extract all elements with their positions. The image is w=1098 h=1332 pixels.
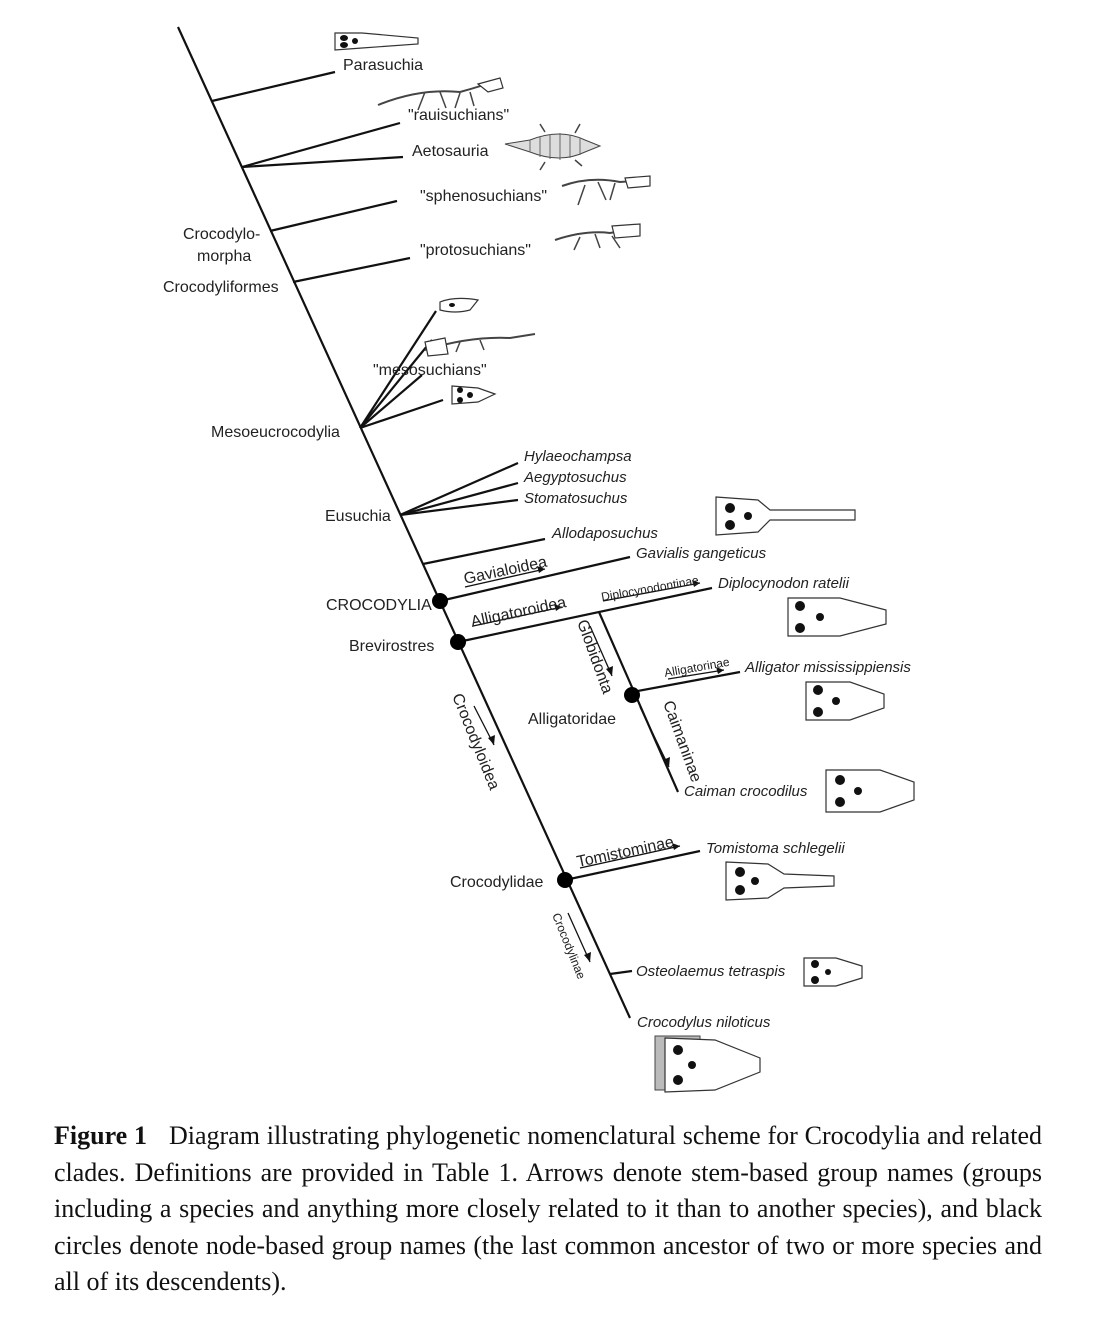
arrow-crocodylinae <box>567 912 591 963</box>
label-alligatoroidea: Alligatoroidea <box>469 594 567 631</box>
node-brevirostres <box>450 634 466 650</box>
label-gavialis: Gavialis gangeticus <box>636 545 767 562</box>
label-brevirostres: Brevirostres <box>349 638 434 655</box>
branch-allodaposuchus <box>422 537 546 566</box>
label-crocodylus: Crocodylus niloticus <box>637 1014 771 1031</box>
label-rauisuchians: "rauisuchians" <box>408 107 509 124</box>
label-parasuchia: Parasuchia <box>343 57 423 74</box>
caiman-skull-illustration <box>825 769 915 813</box>
mesosuchian-skull-illustration-2 <box>451 385 497 405</box>
label-gavialoidea: Gavialoidea <box>462 554 548 588</box>
figure-caption-text: Diagram illustrating phylogenetic nomenc… <box>54 1121 1042 1296</box>
mesosuchian-skull-illustration-1 <box>439 297 480 313</box>
aetosaur-illustration <box>504 123 602 171</box>
label-protosuchians: "protosuchians" <box>420 242 531 259</box>
arrow-crocodyloidea <box>473 705 495 746</box>
label-osteolaemus: Osteolaemus tetraspis <box>636 963 786 980</box>
branch-hylaeochampsa <box>399 461 519 517</box>
figure-label: Figure 1 <box>54 1121 147 1150</box>
phylogeny-diagram: Parasuchia "rauisuchians" Aetosauria "sp… <box>163 26 915 1093</box>
branch-meso-3 <box>359 374 423 429</box>
arrow-diplocynodontinae <box>602 580 701 602</box>
label-tomistoma: Tomistoma schlegelii <box>706 840 845 857</box>
label-mesosuchians: "mesosuchians" <box>373 362 487 379</box>
label-caimaninae: Caimaninae <box>659 699 704 785</box>
label-crocodyliformes: Crocodyliformes <box>163 279 279 296</box>
diplocynodon-skull-illustration <box>787 597 887 637</box>
label-alligatoridae: Alligatoridae <box>528 711 616 728</box>
branch-aegyptosuchus <box>399 481 519 517</box>
branch-osteolaemus <box>609 969 633 976</box>
arrow-globidonta <box>589 625 613 677</box>
branch-alligator <box>631 670 741 694</box>
branch-tomistoma <box>564 849 701 882</box>
label-tomistominae: Tomistominae <box>575 834 675 871</box>
crocodylus-skull-illustration <box>654 1035 761 1093</box>
arrow-alligatoroidea <box>472 604 563 627</box>
label-diplocynodon: Diplocynodon ratelii <box>718 575 850 592</box>
label-aegyptosuchus: Aegyptosuchus <box>523 469 627 486</box>
node-crocodylidae <box>557 872 573 888</box>
gavialis-skull-illustration <box>715 496 856 536</box>
label-mesoeucrocodylia: Mesoeucrocodylia <box>211 424 340 441</box>
rauisuchian-skeleton-illustration <box>377 77 504 111</box>
branch-rauisuchians <box>241 121 401 169</box>
label-diplocynodontinae: Diplocynodontinae <box>600 573 700 604</box>
mesosuchian-skeleton-illustration <box>424 333 536 357</box>
node-crocodylia <box>432 593 448 609</box>
sphenosuchian-skeleton-illustration <box>561 175 651 206</box>
branch-alligatoroidea <box>457 586 713 644</box>
label-stomatosuchus: Stomatosuchus <box>524 490 628 507</box>
label-alligator: Alligator mississippiensis <box>744 659 911 676</box>
branch-meso-2 <box>359 339 433 429</box>
branch-parasuchia <box>211 70 336 103</box>
alligator-skull-illustration <box>805 681 885 721</box>
label-globidonta: Globidonta <box>573 618 615 697</box>
branch-sphenosuchians <box>269 199 398 233</box>
node-alligatoridae <box>624 687 640 703</box>
branch-protosuchians <box>292 256 411 284</box>
osteolaemus-skull-illustration <box>803 957 863 987</box>
arrow-alligatorinae <box>667 667 725 680</box>
branch-stomatosuchus <box>399 498 519 517</box>
label-eusuchia: Eusuchia <box>325 508 391 525</box>
label-crocodylidae: Crocodylidae <box>450 874 543 891</box>
branch-meso-1 <box>359 310 437 429</box>
branch-aetosauria <box>241 155 404 169</box>
label-sphenosuchians: "sphenosuchians" <box>420 188 547 205</box>
label-crocodylomorpha-line1: Crocodylo- <box>183 226 260 243</box>
protosuchian-skeleton-illustration <box>554 223 641 251</box>
label-crocodylomorpha-line2: morpha <box>197 248 251 265</box>
arrow-caimaninae <box>639 706 670 768</box>
label-crocodylia: CROCODYLIA <box>326 597 432 614</box>
label-aetosauria: Aetosauria <box>412 143 489 160</box>
branch-gavialis <box>439 555 631 603</box>
label-caiman: Caiman crocodilus <box>684 783 808 800</box>
arrow-gavialoidea <box>464 566 546 588</box>
parasuchia-skull-illustration <box>334 32 419 51</box>
tomistoma-skull-illustration <box>725 861 835 901</box>
branch-meso-4 <box>359 398 444 430</box>
label-allodaposuchus: Allodaposuchus <box>551 525 658 542</box>
main-spine <box>176 26 632 1019</box>
label-hylaeochampsa: Hylaeochampsa <box>524 448 632 465</box>
arrow-tomistominae <box>579 843 681 869</box>
